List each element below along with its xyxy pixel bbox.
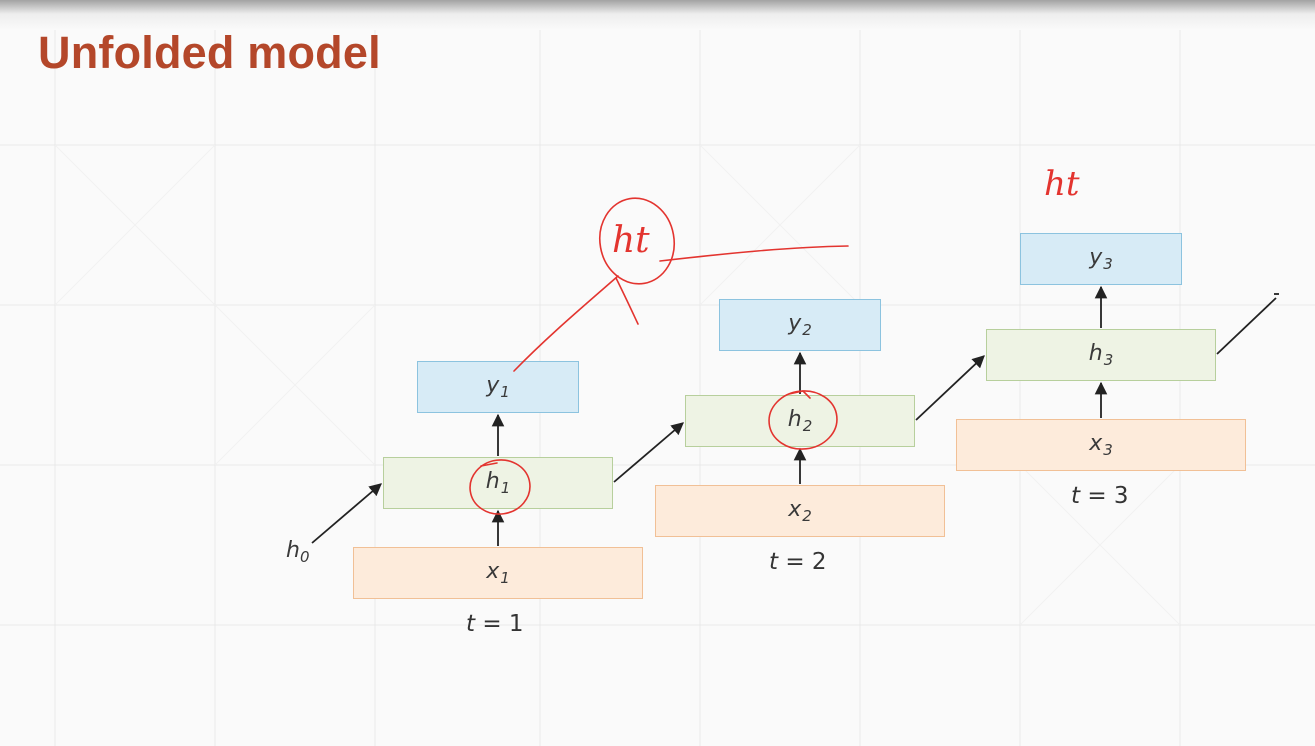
input-box-step-1: x1 [353, 547, 643, 599]
slide-title: Unfolded model [38, 27, 381, 78]
input-label-sub: 3 [1103, 441, 1113, 459]
input-label-sub: 2 [802, 507, 812, 525]
output-label-base: y [1089, 245, 1103, 270]
input-label-base: x [788, 497, 802, 522]
input-label-sub: 1 [500, 569, 510, 587]
handwritten-note-top: ht [1044, 164, 1080, 204]
input-box-step-3: x3 [956, 419, 1246, 471]
time-label-step-1: t = 1 [466, 611, 524, 637]
output-box-step-1: y1 [417, 361, 579, 413]
input-label-base: x [486, 559, 500, 584]
hidden-box-step-3: h3 [986, 329, 1216, 381]
initial-state-base: h [286, 538, 300, 563]
output-label-base: y [788, 311, 802, 336]
output-label-base: y [486, 373, 500, 398]
output-label-sub: 2 [802, 321, 812, 339]
output-box-step-3: y3 [1020, 233, 1182, 285]
hidden-label-sub: 2 [802, 417, 813, 435]
output-box-step-2: y2 [719, 299, 881, 351]
hidden-label-sub: 1 [500, 479, 511, 497]
input-box-step-2: x2 [655, 485, 945, 537]
handwritten-note-circled: ht [612, 220, 650, 261]
hidden-label-base: h [1088, 341, 1103, 366]
time-var: t [769, 549, 779, 575]
output-label-sub: 3 [1103, 255, 1113, 273]
time-value: = 3 [1080, 483, 1129, 509]
time-var: t [1071, 483, 1081, 509]
initial-state-label: h0 [286, 538, 310, 566]
output-label-sub: 1 [500, 383, 510, 401]
time-var: t [466, 611, 476, 637]
hidden-label-sub: 3 [1103, 351, 1114, 369]
time-label-step-2: t = 2 [769, 549, 827, 575]
hidden-box-step-2: h2 [685, 395, 915, 447]
time-label-step-3: t = 3 [1071, 483, 1129, 509]
input-label-base: x [1089, 431, 1103, 456]
initial-state-sub: 0 [299, 548, 310, 566]
time-value: = 2 [778, 549, 827, 575]
hidden-label-base: h [787, 407, 802, 432]
hidden-label-base: h [485, 469, 500, 494]
hidden-box-step-1: h1 [383, 457, 613, 509]
time-value: = 1 [475, 611, 524, 637]
